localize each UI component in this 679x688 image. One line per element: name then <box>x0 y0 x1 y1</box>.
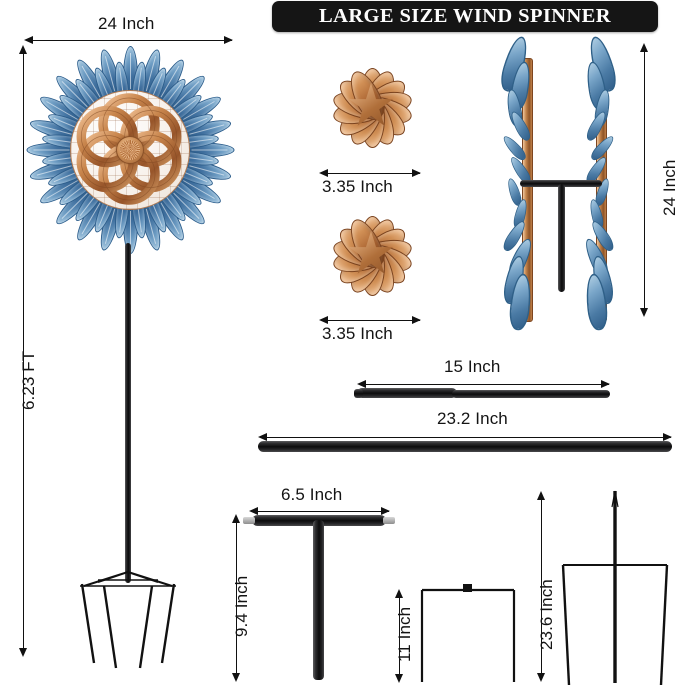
short-pole-extension <box>452 389 610 398</box>
t-bracket-tip-left <box>243 517 255 524</box>
dimension-line-long-pole <box>261 437 671 438</box>
banner-title: LARGE SIZE WIND SPINNER <box>319 5 611 27</box>
t-bracket-tip-right <box>383 517 395 524</box>
arrow-left-long-pole <box>258 432 267 441</box>
arrow-right-bracket-width <box>381 506 390 515</box>
arrow-right-long-pole <box>663 432 672 441</box>
arrow-down-side-view <box>639 308 648 317</box>
u-stake-part <box>420 584 516 682</box>
dimension-line-bracket-height <box>236 517 237 679</box>
side-view-spinner <box>497 34 633 340</box>
side-wheel-rod-left <box>522 58 533 322</box>
dimension-label-rosette-top: 3.35 Inch <box>322 177 393 196</box>
arrow-up-total-height <box>18 45 27 54</box>
side-view-bracket-stem <box>558 184 565 292</box>
u-stake-tab <box>463 584 472 592</box>
arrow-down-u-stake <box>394 674 403 683</box>
arrow-up-bracket-height <box>231 514 240 523</box>
dimension-label-long-pole: 23.2 Inch <box>437 409 508 428</box>
dimension-line-rosette-bottom <box>322 320 420 321</box>
dimension-line-fork-stake <box>541 494 542 679</box>
short-pole-end-cap <box>354 389 363 398</box>
arrow-left-spinner-width <box>24 35 33 44</box>
copper-rosette-bottom <box>313 196 429 312</box>
dimension-line-total-height <box>23 48 24 654</box>
dimension-label-u-stake: 11 Inch <box>395 606 414 662</box>
dimension-line-u-stake <box>399 592 400 680</box>
arrow-left-bracket-width <box>249 506 258 515</box>
arrow-down-total-height <box>18 648 27 657</box>
arrow-left-rosette-bottom <box>319 315 328 324</box>
dimension-label-spinner-width: 24 Inch <box>98 14 155 33</box>
arrow-down-bracket-height <box>231 673 240 682</box>
short-pole-part <box>357 388 457 398</box>
dimension-label-rosette-bottom: 3.35 Inch <box>322 324 393 343</box>
long-pole-part <box>258 441 672 452</box>
arrow-up-u-stake <box>394 589 403 598</box>
fork-stake-part <box>561 490 669 686</box>
arrow-right-spinner-width <box>224 35 233 44</box>
dimension-label-total-height: 6.23 FT <box>19 350 38 410</box>
dimension-label-bracket-height: 9.4 Inch <box>232 575 251 637</box>
dimension-line-rosette-top <box>322 173 420 174</box>
dimension-line-spinner-width <box>27 40 232 41</box>
arrow-up-side-view <box>639 43 648 52</box>
arrow-right-rosette-bottom <box>412 315 421 324</box>
main-base-stake <box>80 571 176 669</box>
main-spinner-head <box>24 44 234 254</box>
arrow-up-fork-stake <box>536 491 545 500</box>
dimension-label-fork-stake: 23.6 Inch <box>537 579 556 650</box>
arrow-right-rosette-top <box>412 168 421 177</box>
copper-rosette-top <box>313 48 429 164</box>
dimension-line-short-pole <box>360 384 609 385</box>
title-banner: LARGE SIZE WIND SPINNER <box>272 1 658 32</box>
dimension-label-side-view: 24 Inch <box>660 159 679 216</box>
spinner-center-hub <box>116 136 144 164</box>
dimension-line-bracket-width <box>252 511 389 512</box>
dimension-label-short-pole: 15 Inch <box>444 357 501 376</box>
arrow-left-rosette-top <box>319 168 328 177</box>
t-bracket-stem <box>313 520 324 680</box>
arrow-down-fork-stake <box>536 673 545 682</box>
main-pole <box>125 243 131 583</box>
dimension-label-bracket-width: 6.5 Inch <box>281 485 343 504</box>
arrow-right-short-pole <box>601 379 610 388</box>
arrow-left-short-pole <box>357 379 366 388</box>
dimension-line-side-view <box>644 46 645 314</box>
side-view-bracket-bar <box>520 180 602 187</box>
